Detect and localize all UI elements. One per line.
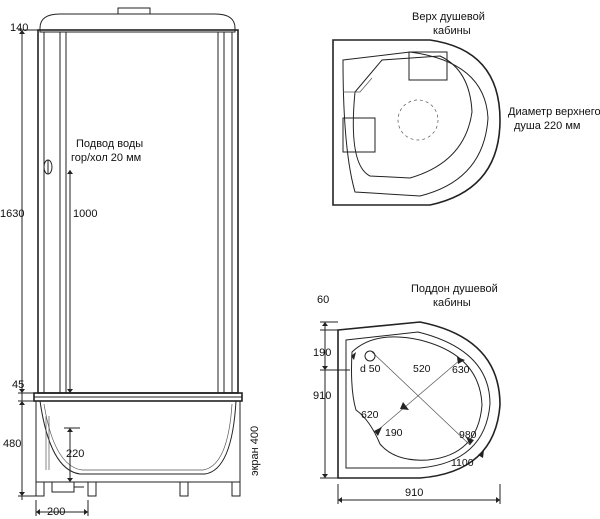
tray-dim-910-bottom: 910 <box>405 487 423 499</box>
screen-label: экран 400 <box>249 426 261 476</box>
dim-gap-45: 45 <box>12 379 24 391</box>
tray-dim-60: 60 <box>317 294 329 306</box>
top-view-title-1: Верх душевой <box>412 11 485 23</box>
dim-base-480: 480 <box>3 438 21 450</box>
front-view <box>18 7 243 516</box>
dim-top-140: 140 <box>10 22 28 34</box>
water-supply-label-2: гор/хол 20 мм <box>71 152 141 164</box>
tray-dim-980: 980 <box>459 429 477 441</box>
dim-screen-220: 220 <box>66 448 84 460</box>
tray-dim-190-left: 190 <box>313 347 331 359</box>
tray-dim-520: 520 <box>413 363 431 375</box>
tray-dim-620: 620 <box>361 409 379 421</box>
tray-dim-190-inner: 190 <box>385 427 403 439</box>
tray-dim-1100: 1100 <box>451 457 474 469</box>
top-view <box>332 39 501 206</box>
water-supply-label-1: Подвод воды <box>76 138 143 150</box>
dim-total-height-1630: 1630 <box>0 208 24 220</box>
dim-width-200: 200 <box>47 506 65 518</box>
tray-title-2: кабины <box>433 297 471 309</box>
tray-view <box>320 321 501 504</box>
top-view-title-2: кабины <box>433 25 471 37</box>
tray-title-1: Поддон душевой <box>411 283 498 295</box>
tray-dim-910-left: 910 <box>313 390 331 402</box>
diameter-label-1: Диаметр верхнего <box>508 106 600 118</box>
tray-dim-630: 630 <box>452 364 470 376</box>
diameter-label-2: душа 220 мм <box>514 120 580 132</box>
tray-dim-d50: d 50 <box>360 363 381 375</box>
dim-water-height-1000: 1000 <box>73 208 97 220</box>
